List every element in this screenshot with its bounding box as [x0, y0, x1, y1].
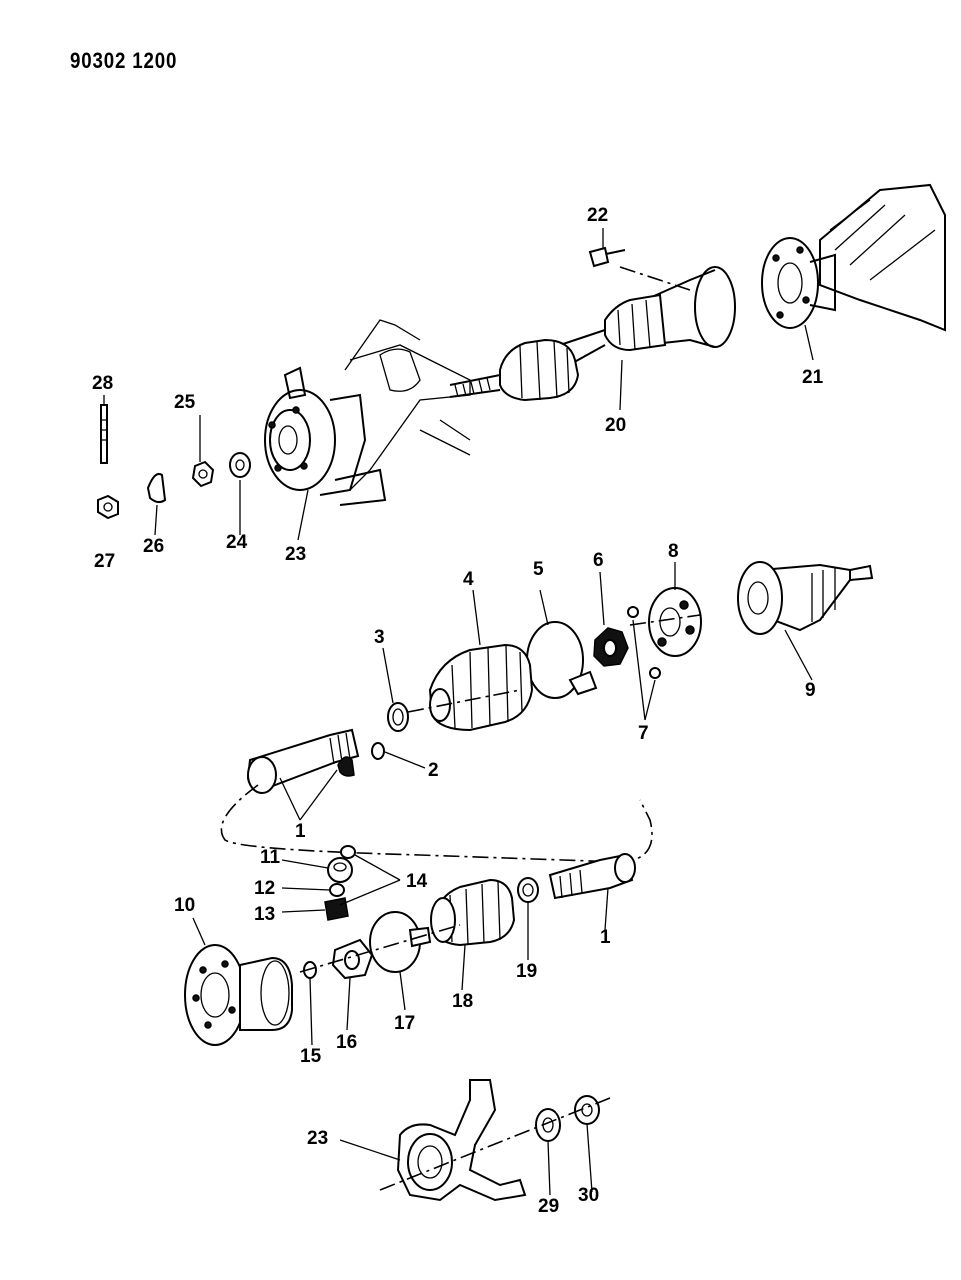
label-part-2: 2 [428, 760, 439, 781]
label-part-22: 22 [587, 205, 609, 226]
label-part-1-upper: 1 [295, 821, 306, 842]
label-part-16: 16 [336, 1032, 358, 1053]
inner-tripod-joint-parts [184, 845, 636, 1046]
label-part-20: 20 [605, 415, 627, 436]
transmission-housing [761, 183, 946, 332]
label-part-23-lower: 23 [307, 1128, 329, 1149]
label-part-24: 24 [226, 532, 248, 553]
label-part-11: 11 [260, 847, 281, 868]
label-part-29: 29 [538, 1196, 560, 1217]
label-part-19: 19 [516, 961, 538, 982]
bolt-22 [588, 246, 626, 268]
steering-knuckle-upper [264, 319, 471, 506]
label-part-3: 3 [374, 627, 385, 648]
label-part-12: 12 [254, 878, 276, 899]
label-part-13: 13 [254, 904, 276, 925]
label-part-25: 25 [174, 392, 196, 413]
label-part-23-upper: 23 [285, 544, 307, 565]
label-part-18: 18 [452, 991, 474, 1012]
label-part-28: 28 [92, 373, 114, 394]
label-part-27: 27 [94, 551, 116, 572]
leader-lines [103, 228, 814, 1196]
steering-knuckle-lower [379, 1079, 611, 1202]
label-part-15: 15 [300, 1046, 322, 1067]
label-part-1-lower: 1 [600, 927, 611, 948]
label-part-6: 6 [593, 550, 604, 571]
label-part-5: 5 [533, 559, 544, 580]
label-part-9: 9 [805, 680, 816, 701]
label-part-7: 7 [638, 723, 649, 744]
label-part-8: 8 [668, 541, 679, 562]
outer-cv-joint-parts [220, 561, 874, 863]
label-part-4: 4 [463, 569, 474, 590]
label-part-26: 26 [143, 536, 165, 557]
driveshaft-assembly [449, 266, 736, 402]
label-part-21: 21 [802, 367, 824, 388]
label-part-10: 10 [174, 895, 196, 916]
label-part-17: 17 [394, 1013, 416, 1034]
label-part-14: 14 [406, 871, 428, 892]
label-part-30: 30 [578, 1185, 600, 1206]
upper-hardware [97, 404, 251, 520]
document-id: 90302 1200 [70, 48, 178, 73]
